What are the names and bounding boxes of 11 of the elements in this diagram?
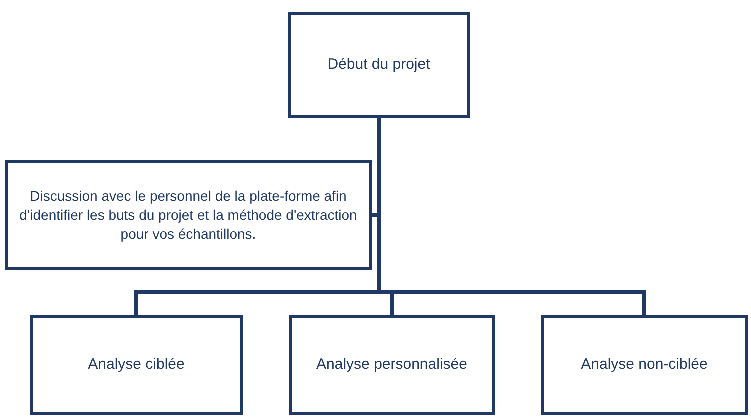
process-box — [5, 160, 372, 270]
connector-line — [377, 118, 646, 315]
process-box — [30, 315, 243, 415]
box-text: Analyse non-ciblée — [581, 354, 708, 375]
process-box — [541, 315, 748, 415]
process-box — [288, 12, 470, 118]
box-text: Discussion avec le personnel de la plate-forme afin d'identifier les buts du projet et la méthode d'extraction pour vos échantillons. — [18, 186, 358, 244]
process-box — [289, 315, 495, 415]
box-text: Début du projet — [328, 54, 430, 75]
box-text: Analyse ciblée — [88, 354, 185, 375]
box-text: Analyse personnalisée — [316, 354, 468, 375]
